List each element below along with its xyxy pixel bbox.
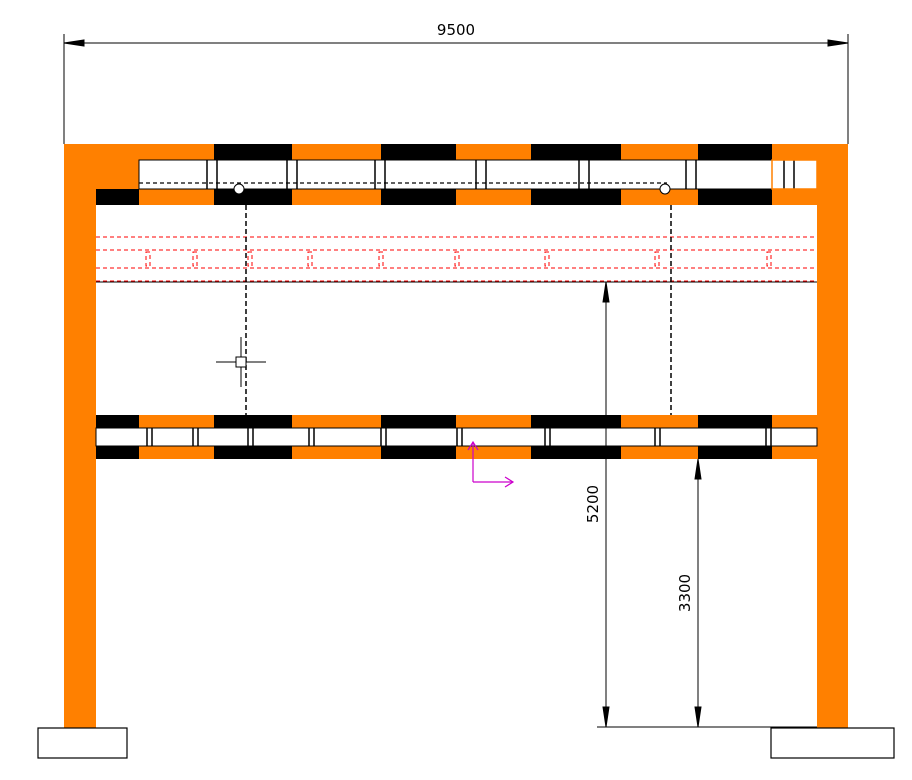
ucs-icon [467, 440, 515, 488]
lower-height-label: 3300 [676, 574, 694, 612]
right-column [817, 144, 848, 728]
crosshair-cursor [216, 337, 266, 387]
hanger-lines [245, 205, 672, 415]
width-dimension [63, 34, 849, 144]
top-beam [64, 144, 848, 205]
right-footing [770, 727, 895, 759]
hidden-slab-lines [96, 236, 817, 282]
left-footing [37, 727, 128, 759]
left-column [64, 144, 96, 728]
middle-beam [95, 415, 818, 459]
height-dimensions [597, 281, 817, 728]
upper-height-label: 5200 [584, 485, 602, 523]
width-dimension-label: 9500 [437, 21, 475, 39]
